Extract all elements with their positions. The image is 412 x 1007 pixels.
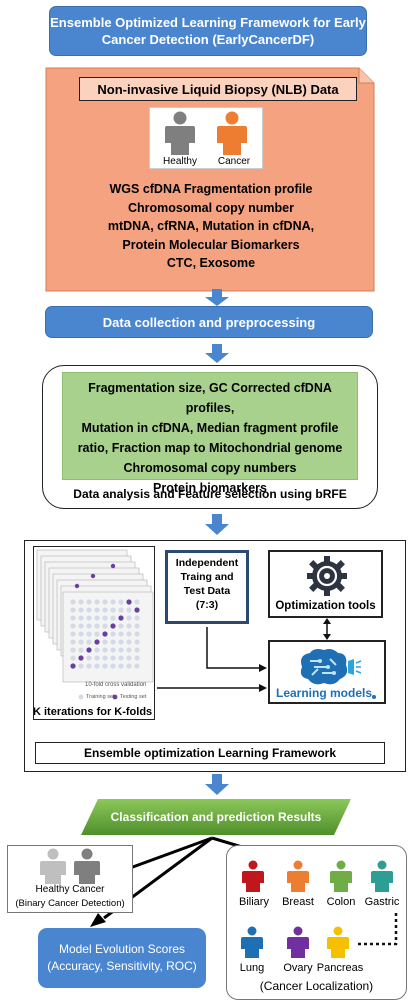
nlb-line: WGS cfDNA Fragmentation profile: [109, 182, 313, 196]
healthy-person-icon: [165, 111, 195, 155]
title-line-1: Ensemble Optimized Learning Framework fo…: [50, 15, 366, 30]
independent-data-box: Independent Traing and Test Data (7:3): [165, 550, 249, 624]
breast-person-icon: [287, 860, 309, 892]
cancer-person-icon: [217, 111, 247, 155]
organ-label: Lung: [239, 962, 265, 974]
title-box: Ensemble Optimized Learning Framework fo…: [49, 6, 367, 56]
nlb-line: CTC, Exosome: [166, 256, 256, 270]
nlb-line: Chromosomal copy number: [128, 200, 294, 215]
organ-label: Breast: [282, 896, 314, 908]
independent-line: (7:3): [195, 599, 219, 611]
healthy-label: Healthy: [163, 156, 197, 167]
binary-labels: Healthy Cancer: [8, 884, 132, 895]
optimization-tools-box: Optimization tools: [268, 550, 383, 618]
training-legend: Training set: [86, 694, 115, 700]
binary-cancer-label: Cancer: [72, 884, 105, 895]
scores-box: Model Evolution Scores (Accuracy, Sensit…: [38, 928, 206, 988]
feature-line: Chromosomal copy numbers: [123, 461, 297, 475]
testing-legend: Testing set: [120, 694, 147, 700]
independent-line: Traing and: [180, 571, 234, 583]
results-banner: Classification and prediction Results: [80, 798, 352, 836]
data-collection-box: Data collection and preprocessing: [45, 306, 373, 338]
nlb-heading-box: Non-invasive Liquid Biopsy (NLB) Data: [79, 77, 357, 101]
nlb-data-list: WGS cfDNA Fragmentation profile Chromoso…: [55, 180, 367, 273]
binary-caption: (Binary Cancer Detection): [15, 898, 125, 909]
organ-label: Gastric: [364, 896, 400, 908]
title-line-2: Cancer Detection (EarlyCancerDF): [101, 32, 315, 47]
localization-caption: (Cancer Localization): [259, 979, 374, 993]
down-arrow: [205, 344, 229, 363]
kfold-frame: [33, 546, 155, 720]
data-collection-label: Data collection and preprocessing: [102, 314, 316, 330]
organ-lung: Lung: [232, 926, 272, 978]
gastric-person-icon: [371, 860, 393, 892]
nlb-line: mtDNA, cfRNA, Mutation in cfDNA,: [107, 219, 315, 233]
binary-detection-box: Healthy Cancer (Binary Cancer Detection): [7, 845, 133, 913]
feature-line: Protein biomarkers: [153, 481, 267, 495]
gear-icon: [307, 556, 347, 596]
organ-label: Biliary: [239, 896, 269, 908]
independent-line: Independent: [175, 557, 239, 569]
organ-label: Ovary: [283, 962, 313, 974]
down-arrow: [205, 514, 229, 535]
binary-healthy-label: Healthy: [35, 884, 70, 895]
results-banner-shape: [81, 799, 351, 835]
nlb-box-shape: [45, 67, 375, 292]
organ-biliary: Biliary: [232, 860, 276, 912]
organ-gastric: Gastric: [362, 860, 404, 912]
kfold-subtitle: 10-fold cross validation: [85, 682, 147, 688]
healthy-person-icon: [40, 848, 66, 884]
lung-person-icon: [241, 926, 263, 958]
scores-line-1: Model Evolution Scores: [58, 942, 186, 956]
biliary-person-icon: [242, 860, 264, 892]
kfold-grid-icon: [36, 549, 154, 700]
kfold-panel: 10-fold cross validation Training set Te…: [33, 546, 157, 722]
organ-label: Colon: [326, 896, 356, 908]
nlb-people-panel: Healthy Cancer: [149, 107, 263, 169]
learning-dot: [372, 695, 376, 699]
organ-pancreas: Pancreas: [314, 926, 366, 978]
organ-colon: Colon: [320, 860, 362, 912]
down-arrow: [205, 774, 229, 795]
localization-row-1: Biliary Breast Colon Gastric: [232, 860, 404, 912]
cancer-label: Cancer: [217, 156, 251, 167]
brain-icon: [300, 649, 362, 685]
organ-label: Pancreas: [316, 962, 364, 974]
learning-models-box: Learning models: [268, 640, 386, 704]
optimization-label: Optimization tools: [275, 600, 376, 612]
feature-line: Fragmentation size, GC Corrected cfDNA p…: [88, 381, 332, 415]
framework-caption: Ensemble optimization Learning Framework: [83, 746, 337, 760]
feature-list-box: Fragmentation size, GC Corrected cfDNA p…: [62, 372, 358, 495]
scores-line-2: (Accuracy, Sensitivity, ROC): [47, 959, 197, 973]
localization-box: [226, 845, 407, 1000]
localization-row-2: Lung Ovary Pancreas: [232, 910, 404, 978]
more-dotted-connector: [358, 910, 398, 946]
feature-line: ratio, Fraction map to Mitochondrial gen…: [77, 441, 343, 455]
results-label: Classification and prediction Results: [110, 810, 322, 824]
pancreas-person-icon: [327, 926, 349, 958]
colon-person-icon: [330, 860, 352, 892]
feature-line: Mutation in cfDNA, Median fragment profi…: [81, 421, 339, 435]
ovary-person-icon: [287, 926, 309, 958]
down-arrow: [205, 289, 229, 306]
organ-breast: Breast: [276, 860, 320, 912]
cancer-person-icon: [74, 848, 100, 884]
learning-label: Learning models: [276, 686, 373, 700]
nlb-line: Protein Molecular Biomarkers: [122, 237, 300, 252]
independent-line: Test Data: [183, 585, 231, 597]
kfold-caption: K iterations for K-folds: [33, 706, 153, 718]
feature-caption: Data analysis and Feature selection usin…: [73, 487, 347, 501]
nlb-heading: Non-invasive Liquid Biopsy (NLB) Data: [97, 81, 339, 97]
framework-caption-box: Ensemble optimization Learning Framework: [35, 742, 385, 764]
organ-ovary: Ovary: [278, 926, 318, 978]
